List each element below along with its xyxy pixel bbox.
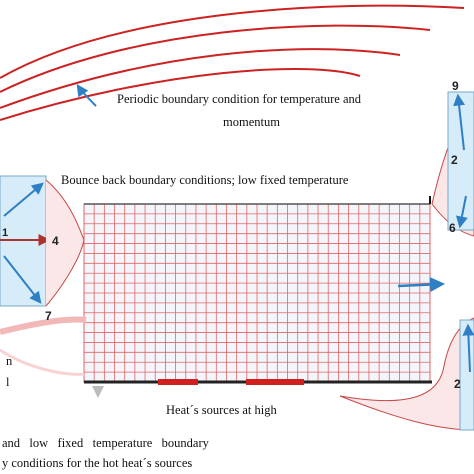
right-bottom-lattice bbox=[339, 317, 474, 431]
periodic-label-line1: Periodic boundary condition for temperat… bbox=[117, 92, 362, 106]
lattice-grid bbox=[83, 196, 432, 398]
left-arrow-ne bbox=[3, 182, 44, 217]
periodic-curve-1 bbox=[0, 4, 465, 79]
periodic-curve-3 bbox=[0, 48, 401, 109]
bottom-text-line1: and low fixed temperature boundary bbox=[2, 436, 210, 450]
bottom-text-line2: y conditions for the hot heat´s sources bbox=[2, 456, 192, 470]
right-arrow-down bbox=[455, 195, 468, 229]
right-top-lattice bbox=[397, 91, 474, 293]
right-arrow-up bbox=[453, 93, 466, 151]
periodic-boundary-curves bbox=[0, 4, 465, 121]
bounce-back-label: Bounce back boundary conditions; low fix… bbox=[61, 173, 349, 187]
left-pink-swoosh bbox=[0, 316, 87, 335]
lattice-num-right-middle: 2 bbox=[451, 153, 458, 167]
heat-sources-label: Heat´s sources at high bbox=[166, 403, 277, 417]
lattice-num-left-right: 4 bbox=[52, 234, 59, 248]
left-fragment-2: l bbox=[6, 375, 10, 389]
lattice-num-left-bottom: 7 bbox=[45, 309, 52, 323]
right-bottom-callout bbox=[339, 317, 474, 431]
right-outflow-arrow bbox=[397, 277, 445, 293]
lattice-num-right-bottom: 6 bbox=[449, 221, 456, 235]
left-callout bbox=[45, 179, 85, 307]
right-bottom-arrow bbox=[462, 323, 474, 373]
heat-source-1 bbox=[158, 379, 198, 385]
periodic-curve-2 bbox=[0, 24, 431, 93]
periodic-label-line2: momentum bbox=[223, 115, 280, 129]
lattice-num-left-center: 1 bbox=[2, 227, 8, 239]
heat-source-2 bbox=[246, 379, 304, 385]
periodic-pointer-arrow bbox=[76, 84, 97, 107]
left-pink-swoosh-2 bbox=[0, 348, 85, 376]
lattice-num-right-lower: 2 bbox=[454, 377, 461, 391]
wall-hatch-mark bbox=[92, 386, 104, 398]
right-bottom-lattice-square bbox=[459, 319, 474, 431]
left-fragment-1: n bbox=[6, 354, 13, 368]
lattice-num-right-top: 9 bbox=[452, 79, 459, 93]
left-arrow-se bbox=[3, 255, 42, 304]
left-lattice-box bbox=[0, 175, 87, 376]
periodic-curve-4 bbox=[0, 67, 361, 121]
